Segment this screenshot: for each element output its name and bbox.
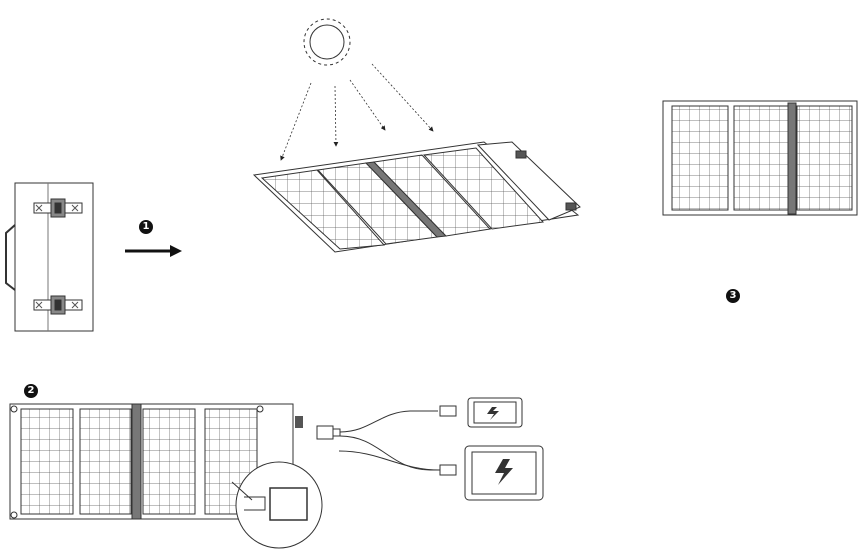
- panel-3: [796, 105, 853, 211]
- charging-cables: [338, 405, 457, 476]
- carry-handle: [5, 224, 16, 291]
- arrow-right-icon: [125, 245, 182, 257]
- panel-a: [20, 408, 74, 515]
- strap-buckle-top: [33, 198, 83, 218]
- panel-c: [142, 408, 196, 515]
- step-badge-2: 2: [24, 384, 38, 398]
- sun-icon: [303, 18, 351, 66]
- lightning-bolt-icon: [495, 459, 513, 485]
- panel-b: [79, 408, 132, 515]
- folded-charger: [5, 182, 94, 332]
- unfolded-panel-perspective: [252, 141, 581, 253]
- charging-panel: [9, 403, 294, 520]
- panel-1: [671, 105, 729, 211]
- output-port: [295, 416, 303, 428]
- hinge: [131, 403, 142, 520]
- hinge: [787, 102, 797, 215]
- panel-2: [733, 105, 789, 211]
- usb-port-bottom: [565, 202, 577, 211]
- connector-magnifier: [231, 461, 323, 549]
- three-panel-view: [662, 100, 858, 216]
- usb-plug-icon: [316, 425, 341, 440]
- sun-rays: [280, 63, 434, 161]
- lightning-bolt-icon: [487, 407, 499, 420]
- step-badge-1: 1: [139, 220, 153, 234]
- usb-port-top: [515, 150, 527, 159]
- step-badge-3: 3: [726, 289, 740, 303]
- strap-buckle-bottom: [33, 295, 83, 315]
